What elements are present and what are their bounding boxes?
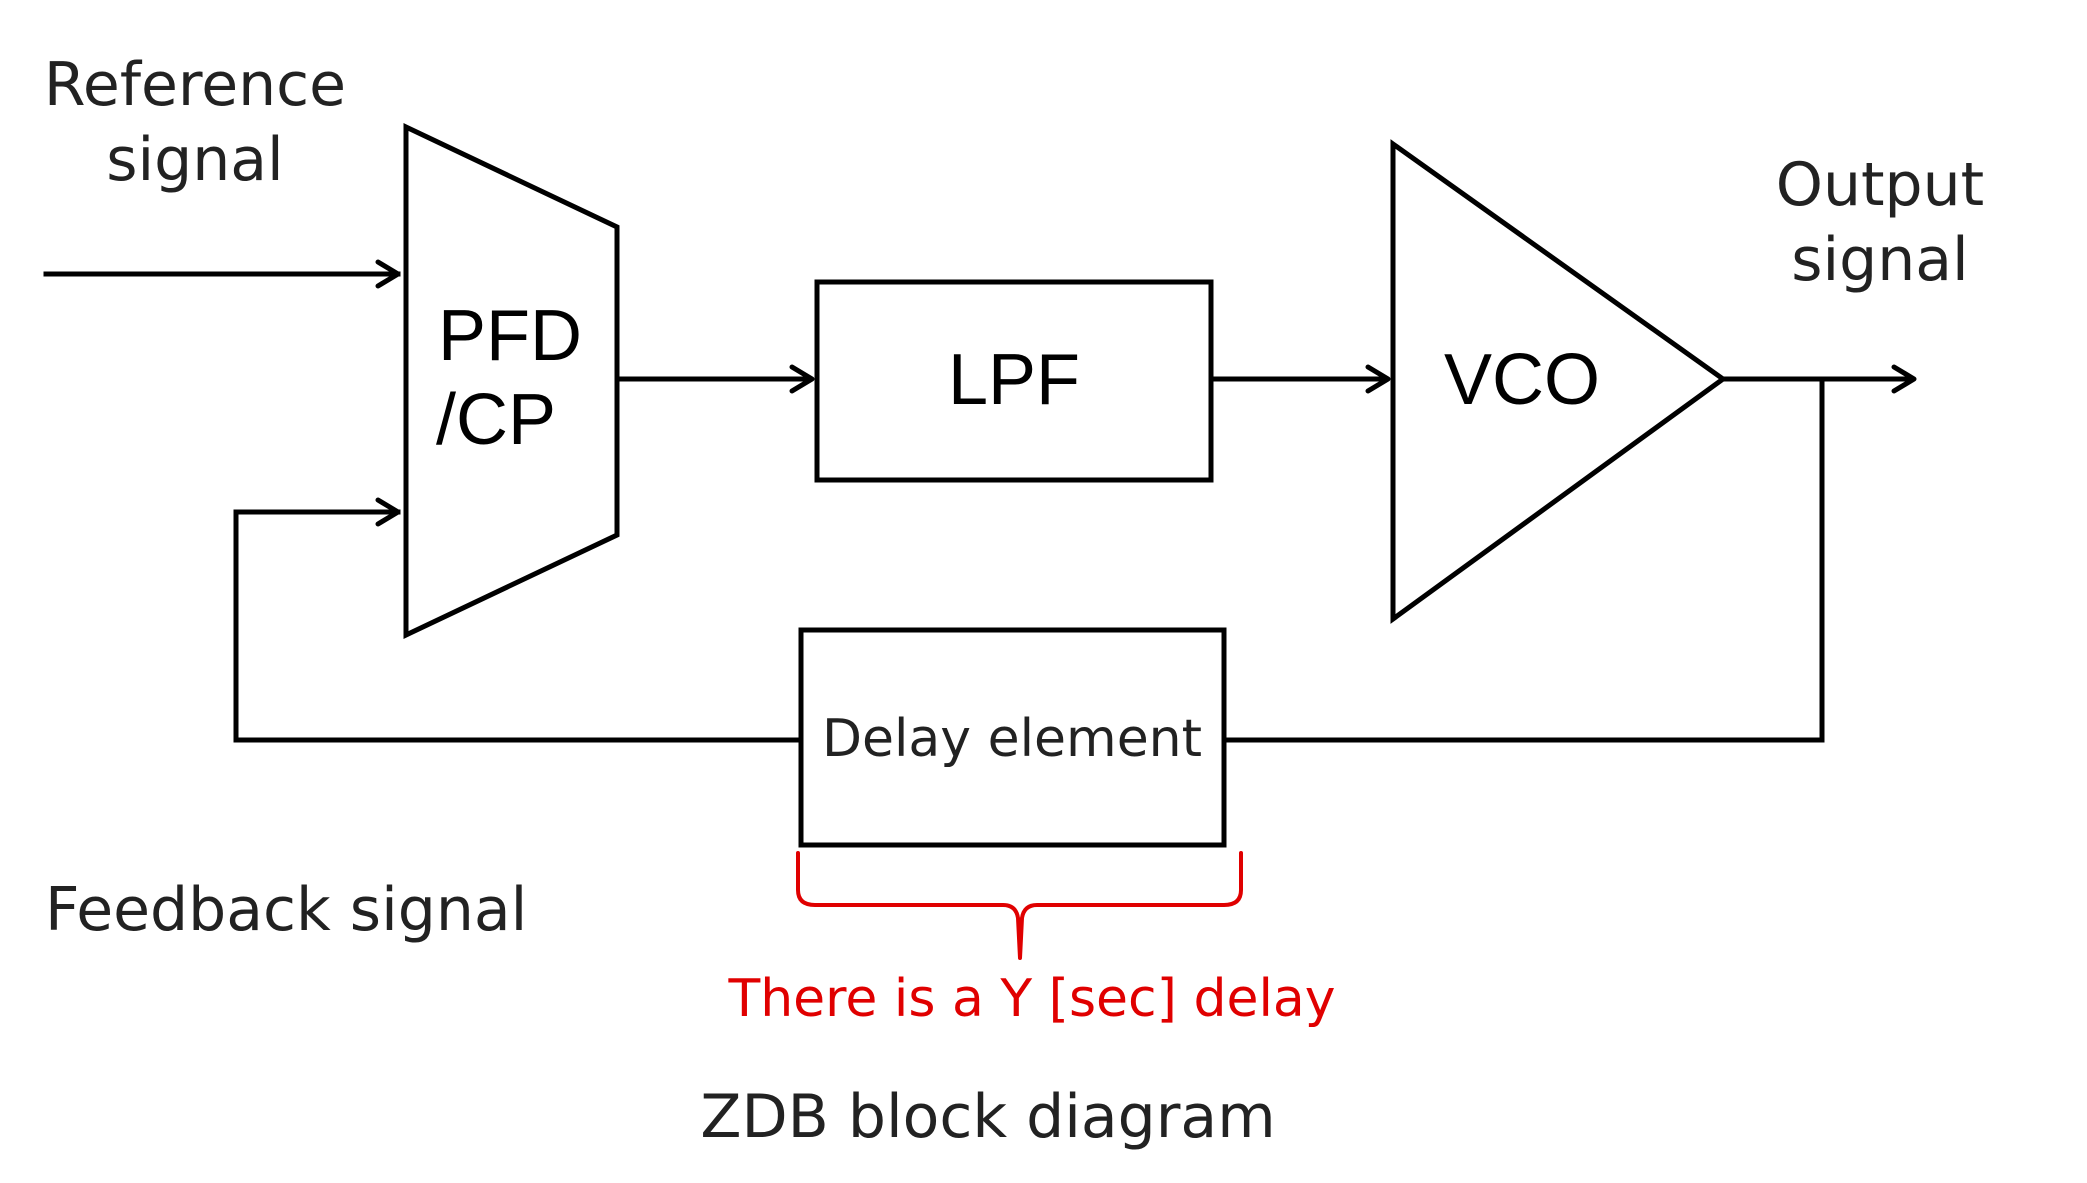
output-signal-label-line1: Output xyxy=(1776,150,1984,220)
diagram-caption: ZDB block diagram xyxy=(700,1082,1275,1152)
output-arrowhead xyxy=(1891,364,1917,394)
pfd-label-line2: /CP xyxy=(436,380,556,460)
delay-note: There is a Y [sec] delay xyxy=(727,969,1335,1029)
reference-signal-label-line1: Reference xyxy=(44,50,346,120)
vco-block xyxy=(1390,139,1728,624)
pfd-label-line1: PFD xyxy=(438,296,582,376)
lpf-label: LPF xyxy=(948,340,1080,420)
vco-label: VCO xyxy=(1444,340,1600,420)
delay-element-label: Delay element xyxy=(822,709,1202,769)
delay-element-block xyxy=(798,627,1227,848)
reference-input-arrowhead xyxy=(375,259,401,289)
pfd-cp-block xyxy=(403,123,620,639)
feedback-signal-label: Feedback signal xyxy=(45,875,527,945)
delay-brace xyxy=(796,851,1243,960)
reference-signal-label-line2: signal xyxy=(106,125,283,195)
lpf-to-vco-arrowhead xyxy=(1365,364,1391,394)
output-signal-label-line2: signal xyxy=(1791,225,1968,295)
feedback-input-arrowhead xyxy=(375,497,401,527)
pfd-to-lpf-arrowhead xyxy=(789,364,815,394)
